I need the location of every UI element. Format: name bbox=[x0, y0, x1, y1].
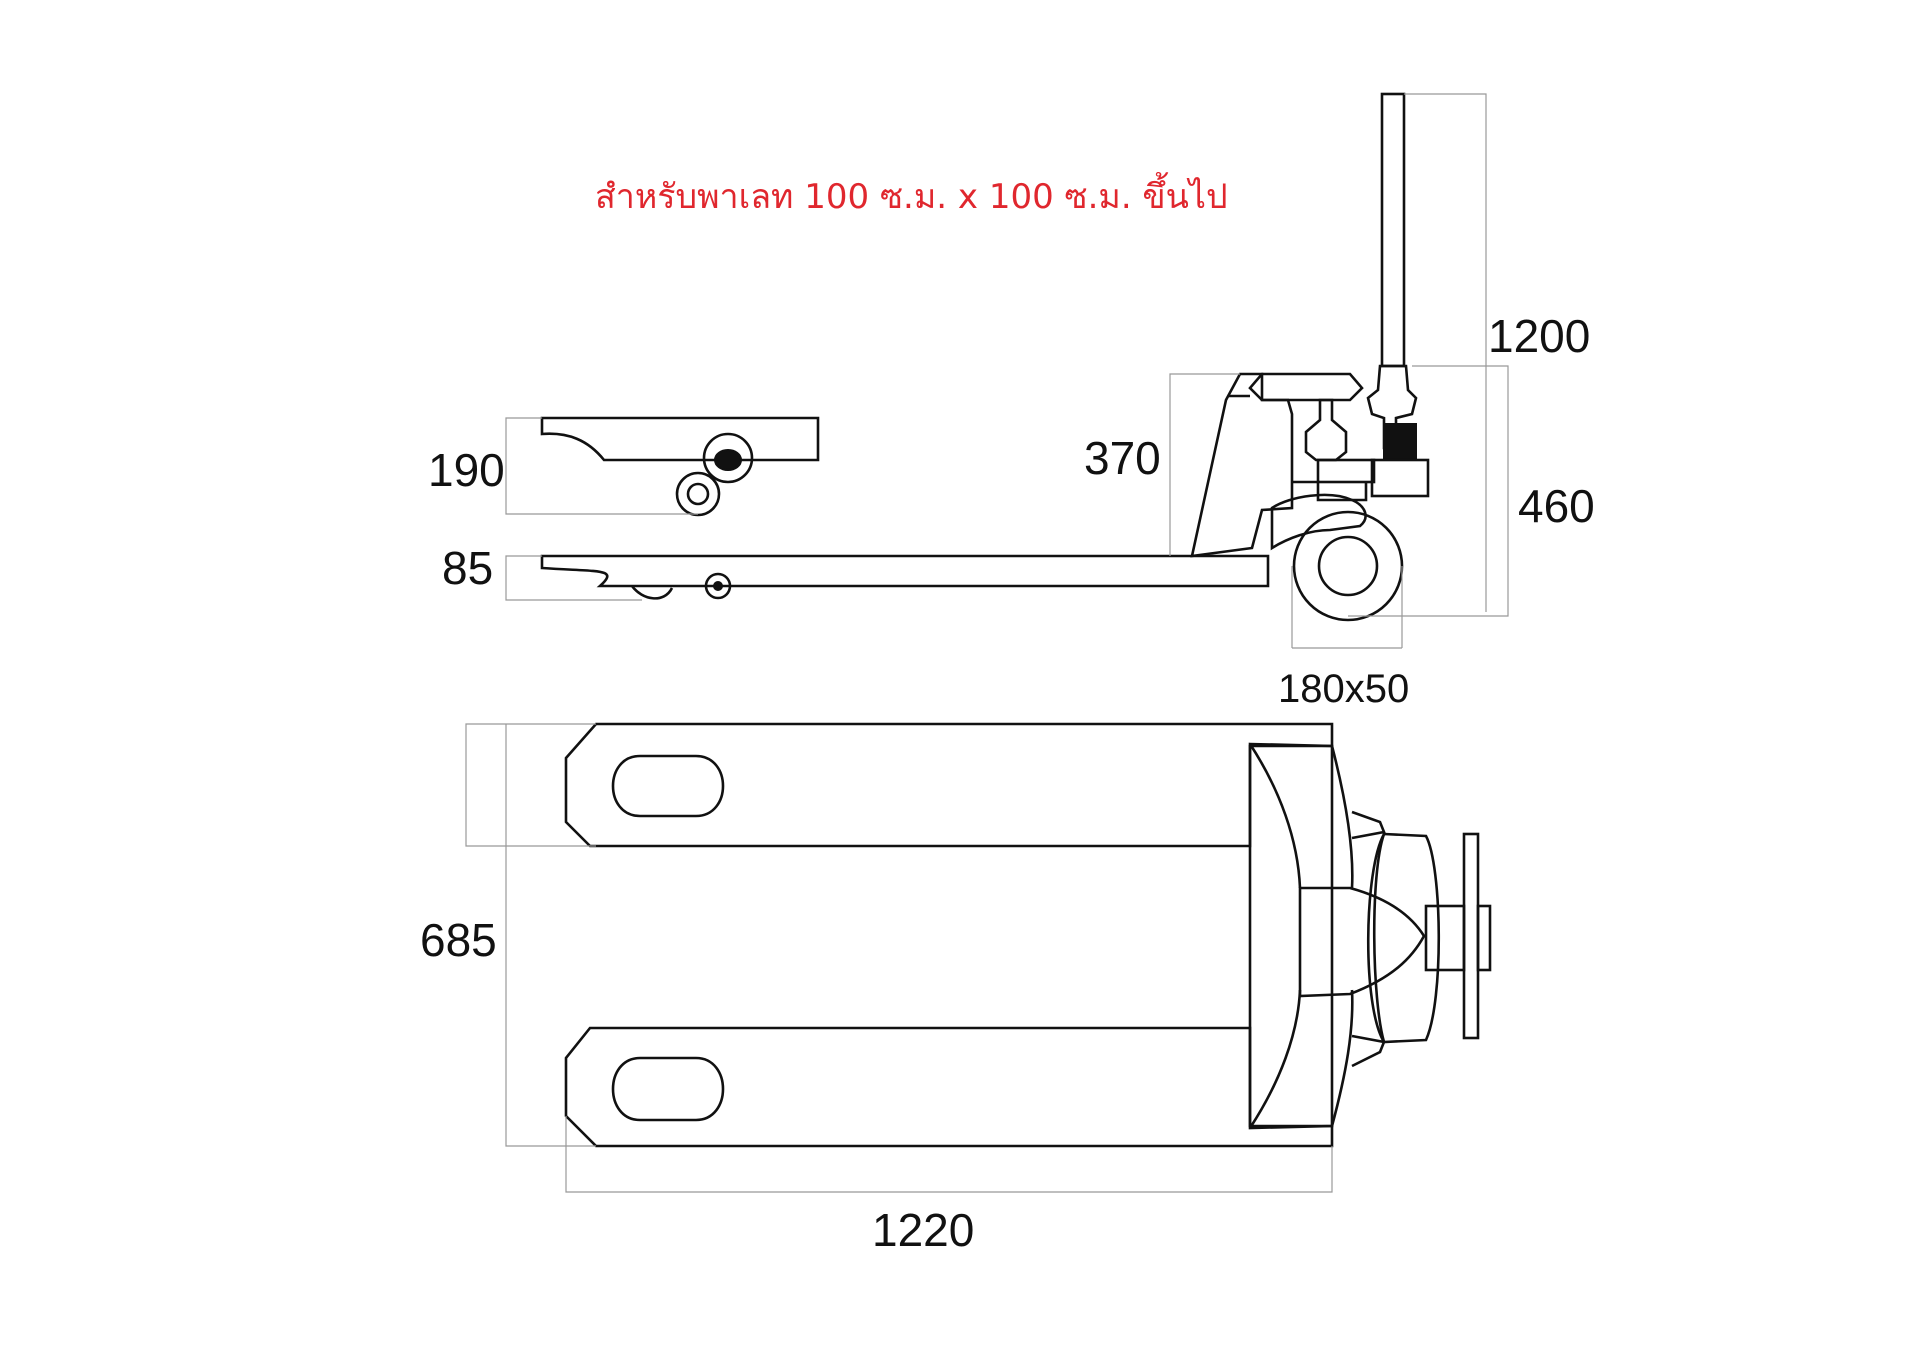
top-view: 685 1220 bbox=[420, 722, 1492, 1256]
dim-line-fork-length bbox=[565, 1116, 1333, 1193]
fork-left-slot bbox=[611, 754, 725, 818]
chassis-connector bbox=[1292, 480, 1368, 502]
dim-line-fork-width bbox=[465, 723, 596, 847]
handle-height-label: 1200 bbox=[1488, 310, 1590, 362]
dim-line-body-height bbox=[1169, 373, 1240, 556]
steering-wheel-hub bbox=[1317, 535, 1379, 597]
dim-line-overall-width bbox=[505, 724, 596, 1147]
dim-line-fork-lowered bbox=[505, 555, 642, 601]
handle-grip bbox=[1462, 832, 1480, 1040]
fork-right-slot bbox=[611, 1056, 725, 1122]
raised-roller-hub bbox=[686, 482, 710, 506]
side-view: 1200 370 460 190 85 180x50 bbox=[428, 92, 1595, 711]
yoke-link-bottom bbox=[1351, 1034, 1386, 1068]
wheel-bracket bbox=[1270, 493, 1367, 551]
body-height-label: 370 bbox=[1084, 432, 1161, 484]
dim-line-wheel-size bbox=[1291, 566, 1403, 649]
chassis-curve-bottom bbox=[1248, 989, 1302, 1129]
pump-link bbox=[1316, 458, 1376, 484]
pump-cap bbox=[1248, 372, 1364, 402]
wheel-size-label: 180x50 bbox=[1278, 667, 1409, 711]
fork-lowered-label: 85 bbox=[442, 542, 493, 594]
fork-right bbox=[564, 1026, 1334, 1148]
fork-left bbox=[564, 722, 1334, 848]
handle-neck bbox=[1424, 904, 1466, 972]
chassis-curve-top bbox=[1248, 743, 1302, 889]
fork-lowered bbox=[540, 554, 1270, 588]
handle-bar bbox=[1380, 92, 1406, 368]
handle-grip-end bbox=[1476, 904, 1492, 972]
chassis-rib-bottom bbox=[1330, 989, 1354, 1127]
raised-load-wheel-axle bbox=[714, 449, 742, 471]
dim-line-total-height bbox=[1348, 365, 1509, 617]
handle-yoke bbox=[1372, 832, 1441, 1044]
fork-raised-label: 190 bbox=[428, 444, 505, 496]
fork-raised bbox=[540, 416, 820, 462]
pump-housing bbox=[1298, 886, 1426, 998]
pump-base bbox=[1370, 458, 1430, 498]
chassis-frame bbox=[1190, 372, 1294, 558]
chassis-plate bbox=[1248, 742, 1334, 1130]
yoke-link-top bbox=[1351, 810, 1386, 840]
lowered-load-wheel bbox=[704, 572, 732, 600]
overall-width-label: 685 bbox=[420, 914, 497, 966]
raised-roller bbox=[675, 471, 721, 517]
chassis-rib-top bbox=[1330, 745, 1354, 889]
pump-piston bbox=[1304, 398, 1348, 462]
dim-line-fork-raised bbox=[505, 417, 698, 515]
dim-line-handle-height bbox=[1404, 93, 1487, 612]
pallet-size-caption: สำหรับพาเลท 100 ซ.ม. x 100 ซ.ม. ขึ้นไป bbox=[595, 172, 1228, 217]
fork-length-label: 1220 bbox=[872, 1204, 974, 1256]
total-height-label: 460 bbox=[1518, 480, 1595, 532]
pump-block bbox=[1383, 423, 1417, 461]
raised-load-wheel bbox=[702, 432, 754, 484]
fork-lowered-roller bbox=[630, 585, 674, 600]
lowered-load-wheel-axle bbox=[713, 581, 723, 591]
handle-yoke-inner bbox=[1366, 833, 1386, 1043]
